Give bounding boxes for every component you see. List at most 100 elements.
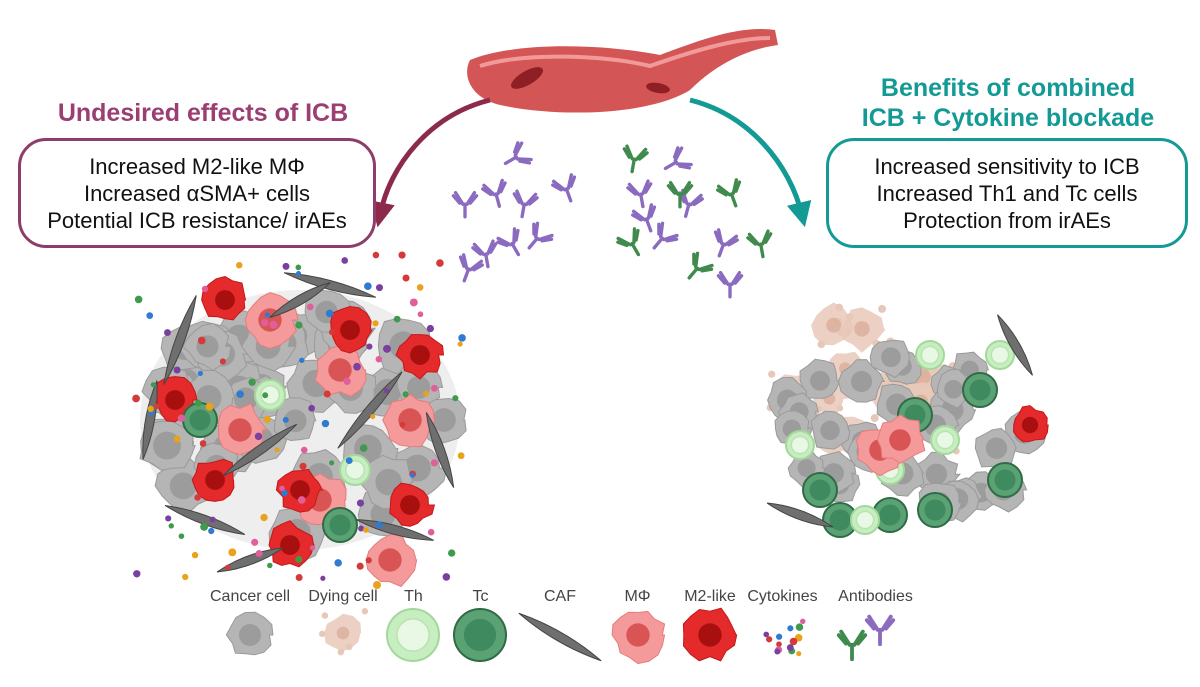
antibody-icon bbox=[551, 173, 577, 203]
antibody-icon bbox=[666, 180, 694, 209]
legend bbox=[225, 607, 896, 665]
cancer-cell-icon bbox=[810, 410, 851, 450]
m2-macrophage-icon bbox=[191, 458, 235, 502]
antibody-icon bbox=[631, 203, 657, 233]
th-cell-icon bbox=[339, 454, 371, 486]
macrophage-icon bbox=[365, 532, 418, 588]
legend-label-cancer-cell: Cancer cell bbox=[209, 588, 291, 605]
macrophage-icon bbox=[314, 345, 367, 397]
benefit-3: Protection from irAEs bbox=[903, 207, 1111, 233]
m2-macrophage-icon bbox=[268, 520, 315, 568]
undesired-effects-box: Increased M2-like MΦ Increased αSMA+ cel… bbox=[18, 138, 376, 248]
antibody-icon bbox=[716, 270, 744, 299]
antibody-icon bbox=[716, 178, 742, 208]
th-cell-icon bbox=[930, 425, 960, 455]
antibody-icon bbox=[496, 227, 521, 257]
macrophage-icon bbox=[218, 402, 269, 456]
antibody-icon bbox=[503, 141, 533, 166]
antibody-icon bbox=[481, 178, 507, 208]
legend-label-antibodies: Antibodies bbox=[838, 588, 913, 605]
caf-icon bbox=[164, 504, 246, 536]
caf-icon bbox=[163, 295, 197, 385]
antibody-purple-icon bbox=[864, 614, 896, 647]
cancer-cell-icon bbox=[869, 339, 911, 379]
tumor-before-treatment bbox=[132, 251, 467, 589]
tumor-after-combined-treatment bbox=[766, 302, 1049, 538]
m2-macrophage-icon bbox=[330, 305, 374, 354]
undesired-effects-title: Undesired effects of ICB bbox=[57, 99, 349, 127]
undesired-effect-2: Increased αSMA+ cells bbox=[83, 180, 311, 206]
th-cell-icon bbox=[850, 505, 880, 535]
cancer-cell-icon bbox=[225, 611, 274, 656]
antibodies-cluster bbox=[451, 141, 773, 299]
antibody-icon bbox=[527, 221, 554, 250]
benefits-box: Increased sensitivity to ICB Increased T… bbox=[826, 138, 1188, 248]
blood-vessel-icon bbox=[467, 29, 778, 113]
legend-label-m2-like: M2-like bbox=[684, 588, 736, 605]
legend-label-macrophage: MΦ bbox=[624, 588, 651, 605]
cancer-cell-icon bbox=[182, 322, 232, 371]
macrophage-icon bbox=[382, 393, 437, 448]
tc-cell-icon bbox=[802, 472, 838, 508]
antibody-icon bbox=[687, 251, 714, 280]
tc-cell-icon bbox=[872, 497, 908, 533]
tc-cell-icon bbox=[453, 608, 507, 662]
th-cell-icon bbox=[254, 379, 286, 411]
m2-macrophage-icon bbox=[201, 275, 247, 321]
caf-icon bbox=[766, 502, 834, 528]
macrophage-icon bbox=[611, 610, 666, 665]
tc-cell-icon bbox=[822, 502, 858, 538]
antibody-icon bbox=[512, 189, 539, 219]
caf-icon bbox=[997, 314, 1033, 376]
antibody-icon bbox=[663, 146, 693, 171]
tc-cell-icon bbox=[987, 462, 1023, 498]
dying-cell-icon bbox=[319, 607, 369, 656]
antibody-icon bbox=[616, 227, 641, 257]
cancer-cell-icon bbox=[936, 368, 971, 409]
benefit-2: Increased Th1 and Tc cells bbox=[876, 180, 1138, 206]
antibody-icon bbox=[652, 221, 679, 250]
legend-label-caf: CAF bbox=[544, 588, 576, 605]
antibody-green-icon bbox=[836, 629, 868, 662]
undesired-arrow bbox=[370, 97, 491, 228]
cancer-cell-icon bbox=[974, 427, 1018, 471]
antibody-icon bbox=[713, 228, 739, 258]
th-cell-icon bbox=[386, 608, 440, 662]
th-cell-icon bbox=[915, 340, 945, 370]
caf-icon bbox=[518, 612, 602, 662]
cytokines-icon bbox=[763, 618, 806, 657]
m2-macrophage-icon bbox=[395, 334, 445, 380]
legend-label-th: Th bbox=[404, 588, 423, 605]
antibody-icon bbox=[626, 179, 653, 209]
benefit-arrow bbox=[689, 97, 812, 228]
m2-macrophage-icon bbox=[275, 468, 324, 513]
macrophage-icon bbox=[877, 414, 926, 464]
benefits-title: Benefits of combined ICB + Cytokine bloc… bbox=[828, 73, 1188, 133]
antibody-icon bbox=[622, 144, 649, 174]
benefits-title-line-1: Benefits of combined bbox=[880, 74, 1136, 102]
tc-cell-icon bbox=[917, 492, 953, 528]
caf-icon bbox=[222, 423, 298, 477]
m2-macrophage-icon bbox=[1013, 405, 1049, 443]
antibody-icon bbox=[746, 229, 773, 259]
antibody-icon bbox=[458, 253, 484, 283]
th-cell-icon bbox=[985, 340, 1015, 370]
m2-macrophage-icon bbox=[389, 482, 436, 527]
m2-macrophage-icon bbox=[682, 607, 738, 662]
legend-label-tc: Tc bbox=[472, 588, 489, 605]
antibody-icon bbox=[451, 190, 479, 219]
antibody-icon bbox=[471, 239, 498, 269]
caf-icon bbox=[283, 272, 377, 298]
caf-icon bbox=[216, 547, 284, 573]
tc-cell-icon bbox=[322, 507, 358, 543]
undesired-effect-1: Increased M2-like MΦ bbox=[89, 153, 305, 179]
benefits-title-line-2: ICB + Cytokine blockade bbox=[861, 104, 1155, 132]
caf-icon bbox=[269, 282, 331, 318]
cancer-cell-icon bbox=[799, 358, 841, 399]
tc-cell-icon bbox=[962, 372, 998, 408]
legend-label-dying-cell: Dying cell bbox=[308, 588, 378, 605]
benefit-1: Increased sensitivity to ICB bbox=[874, 153, 1140, 179]
cytokines-icon bbox=[132, 251, 466, 589]
undesired-effect-3: Potential ICB resistance/ irAEs bbox=[47, 207, 347, 233]
